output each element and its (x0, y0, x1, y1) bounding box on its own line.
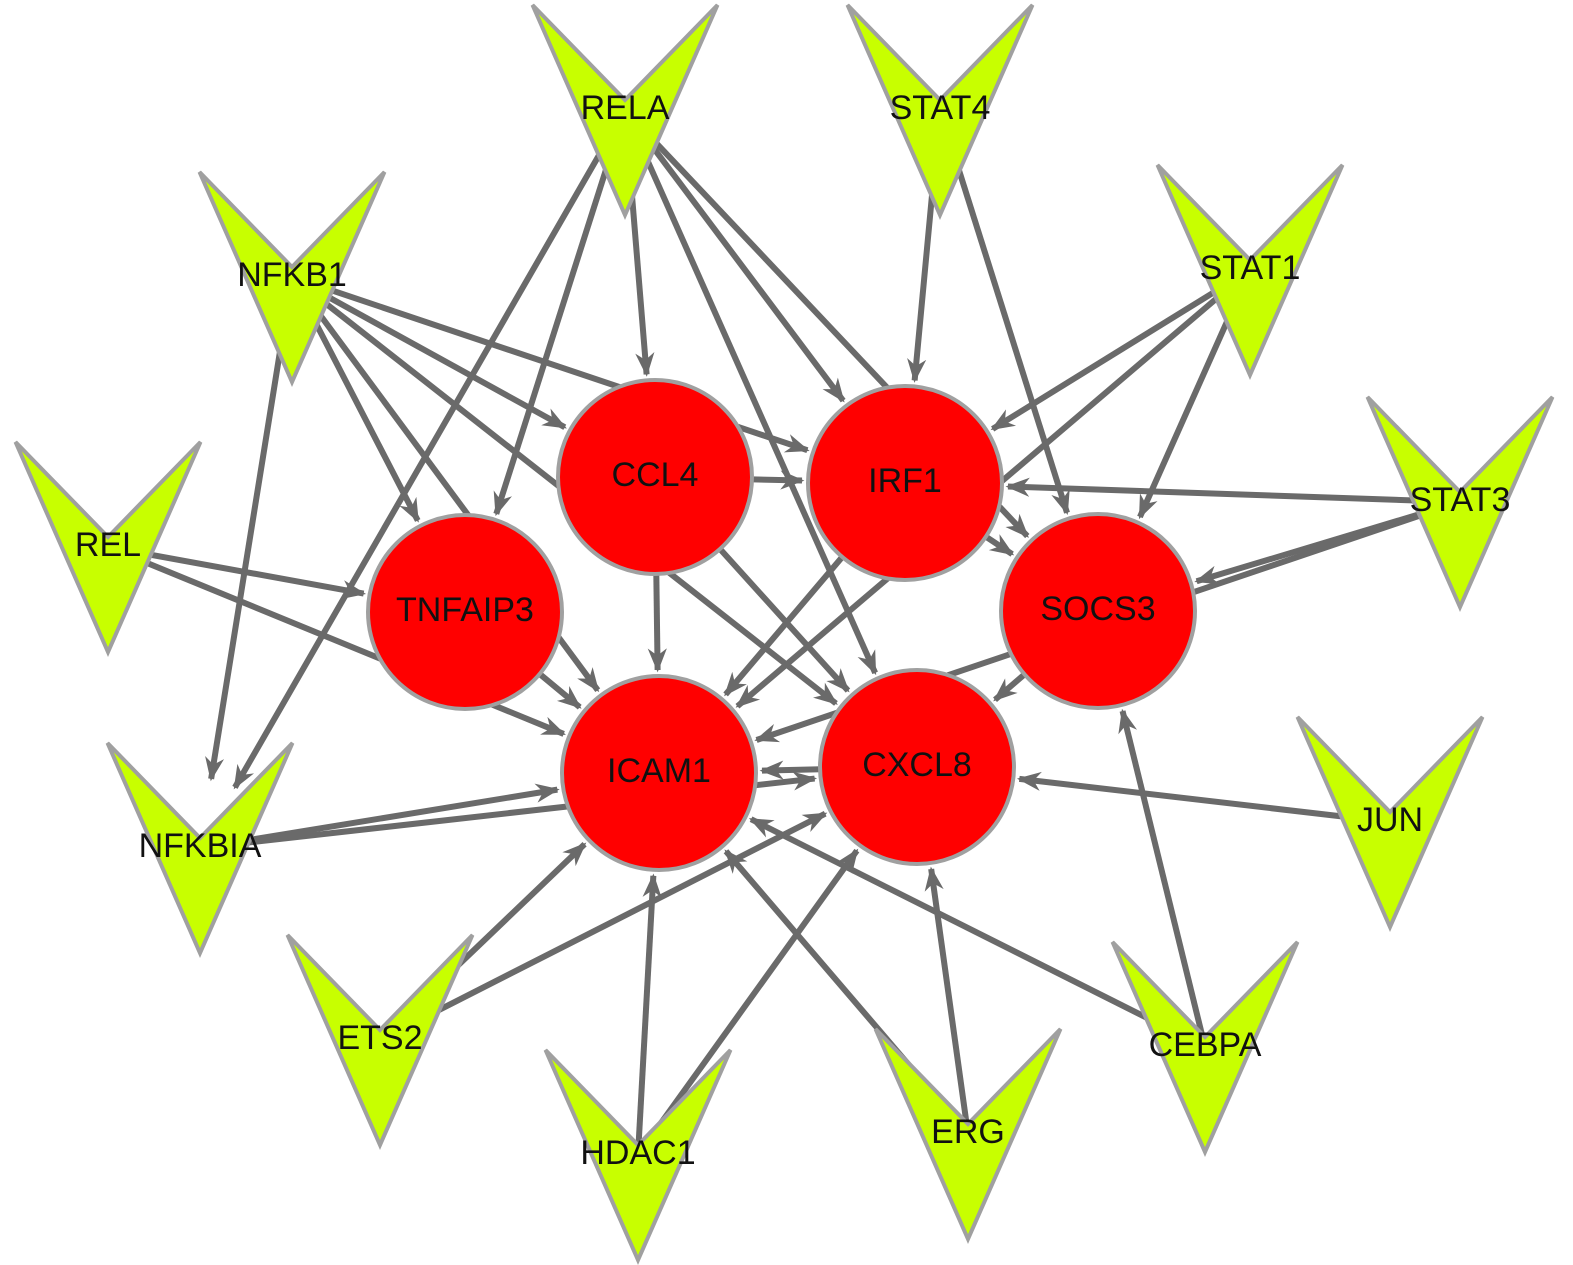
regulator-label: HDAC1 (580, 1134, 695, 1172)
regulator-label: NFKBIA (139, 827, 262, 865)
edge-rela-nfkbia (232, 108, 628, 790)
regulator-arrowhead-shape (1365, 395, 1555, 612)
target-label: TNFAIP3 (396, 591, 534, 629)
regulator-arrowhead-shape (543, 1048, 733, 1265)
regulator-arrowhead-shape (845, 3, 1035, 220)
regulator-node-nfkb1[interactable]: NFKB1 (197, 170, 387, 387)
regulator-arrowhead-shape (873, 1027, 1063, 1244)
target-node-ccl4[interactable]: CCL4 (556, 378, 754, 576)
regulator-node-stat4[interactable]: STAT4 (845, 3, 1035, 220)
target-circle-shape (366, 513, 564, 711)
regulator-label: ETS2 (337, 1019, 422, 1057)
regulator-arrowhead-shape (1110, 940, 1300, 1157)
target-label: CCL4 (612, 456, 699, 494)
regulator-node-cebpa[interactable]: CEBPA (1110, 940, 1300, 1157)
regulator-arrowhead-shape (1155, 163, 1345, 380)
edge-rela-tnfaip3 (493, 109, 628, 517)
edge-rela-cxcl8 (622, 108, 878, 676)
target-node-irf1[interactable]: IRF1 (806, 384, 1004, 582)
target-label: ICAM1 (607, 752, 711, 790)
regulator-node-jun[interactable]: JUN (1295, 715, 1485, 932)
regulator-arrowhead-shape (197, 170, 387, 387)
regulator-arrowhead-shape (1295, 715, 1485, 932)
regulator-label: NFKB1 (237, 256, 347, 294)
target-label: SOCS3 (1040, 590, 1155, 628)
target-circle-shape (999, 512, 1197, 710)
regulator-label: STAT4 (890, 89, 991, 127)
target-circle-shape (806, 384, 1004, 582)
regulator-label: REL (75, 526, 141, 564)
regulator-label: JUN (1357, 801, 1423, 839)
regulator-node-ets2[interactable]: ETS2 (285, 933, 475, 1150)
target-circle-shape (818, 668, 1016, 866)
edge-nfkb1-ccl4 (290, 274, 567, 430)
target-node-cxcl8[interactable]: CXCL8 (818, 668, 1016, 866)
edge-stat1-irf1 (990, 267, 1252, 432)
regulator-label: STAT1 (1200, 249, 1301, 287)
regulator-arrowhead-shape (285, 933, 475, 1150)
target-circle-shape (560, 674, 758, 872)
regulator-arrowhead-shape (530, 3, 720, 220)
edge-erg-cxcl8 (924, 866, 971, 1135)
regulator-arrowhead-shape (13, 440, 203, 657)
regulator-node-hdac1[interactable]: HDAC1 (543, 1048, 733, 1265)
target-node-icam1[interactable]: ICAM1 (560, 674, 758, 872)
regulator-node-stat1[interactable]: STAT1 (1155, 163, 1345, 380)
target-label: IRF1 (868, 462, 942, 500)
edge-cebpa-socs3 (1118, 708, 1208, 1048)
regulator-node-rel[interactable]: REL (13, 440, 203, 657)
edge-hdac1-icam1 (635, 873, 662, 1156)
edge-hdac1-cxcl8 (635, 848, 860, 1157)
target-label: CXCL8 (862, 746, 972, 784)
regulator-label: RELA (581, 89, 670, 127)
edge-nfkb1-nfkbia (205, 276, 295, 782)
regulator-node-rela[interactable]: RELA (530, 3, 720, 220)
regulator-label: CEBPA (1149, 1026, 1262, 1064)
regulator-node-nfkbia[interactable]: NFKBIA (105, 741, 295, 958)
regulator-label: STAT3 (1410, 481, 1511, 519)
edge-jun-cxcl8 (1016, 771, 1391, 825)
regulator-node-erg[interactable]: ERG (873, 1027, 1063, 1244)
edge-rela-irf1 (622, 108, 846, 403)
target-circle-shape (556, 378, 754, 576)
target-node-tnfaip3[interactable]: TNFAIP3 (366, 513, 564, 711)
edge-cebpa-icam1 (748, 816, 1207, 1050)
regulator-arrowhead-shape (105, 741, 295, 958)
regulator-node-stat3[interactable]: STAT3 (1365, 395, 1555, 612)
regulator-label: ERG (931, 1113, 1005, 1151)
edge-stat3-irf1 (1005, 477, 1461, 505)
target-node-socs3[interactable]: SOCS3 (999, 512, 1197, 710)
edge-ets2-cxcl8 (378, 811, 828, 1043)
